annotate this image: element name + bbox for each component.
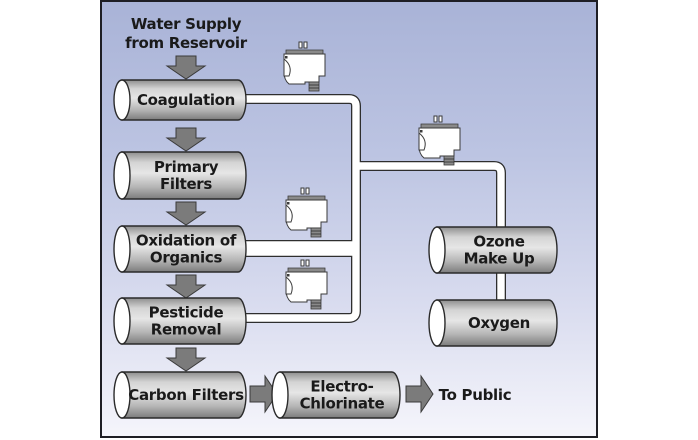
tank-label: Chlorinate	[300, 395, 385, 413]
tank-label: Organics	[150, 249, 223, 267]
tank-label: Carbon Filters	[128, 386, 244, 404]
sensor-devices	[283, 41, 461, 310]
tank-label: Electro-	[310, 378, 373, 396]
tank-body	[279, 371, 401, 419]
arrow-right-icon	[249, 374, 278, 414]
tank-body	[436, 226, 558, 274]
tank-label: Pesticide	[149, 304, 224, 322]
tank-electro-chlorinate: Electro-Chlorinate	[271, 371, 401, 419]
tank-body	[121, 371, 247, 419]
tank-label: Ozone	[473, 233, 524, 251]
pipe-ozone-inner	[356, 162, 505, 300]
sensor-pesticide-icon	[285, 259, 328, 310]
tank-coagulation: Coagulation	[113, 79, 247, 121]
tank-end-cap	[113, 297, 131, 345]
sensor-oxidation-icon	[285, 187, 328, 238]
tank-label: Make Up	[464, 250, 535, 268]
sensor-coagulation-icon	[283, 41, 326, 92]
arrow-down-icon	[165, 274, 207, 299]
tank-oxygen: Oxygen	[428, 299, 558, 347]
tank-end-cap	[428, 299, 446, 347]
tank-end-cap	[113, 151, 131, 200]
water-supply-title: Water Supply from Reservoir	[125, 15, 248, 52]
tank-end-cap	[113, 371, 131, 419]
arrow-right-icon	[405, 374, 434, 414]
arrow-down-icon	[165, 55, 207, 80]
tank-body	[121, 225, 247, 273]
tank-label: Removal	[151, 321, 222, 339]
pipe-coagulation-inner	[244, 95, 360, 322]
tank-label: Oxygen	[468, 314, 530, 332]
flow-arrows	[165, 55, 434, 414]
tank-label: Coagulation	[137, 91, 235, 109]
tank-body	[121, 79, 247, 121]
tank-label: Primary	[154, 158, 219, 176]
tank-body	[121, 297, 247, 345]
sensor-ozone-icon	[418, 115, 461, 166]
tank-end-cap	[113, 225, 131, 273]
tank-label: Oxidation of	[136, 232, 237, 250]
arrow-down-icon	[165, 127, 207, 152]
to-public-label: To Public	[439, 386, 512, 404]
tank-end-cap	[113, 79, 131, 121]
tank-end-cap	[428, 226, 446, 274]
title-line-1: Water Supply	[131, 15, 242, 33]
pipe-network	[244, 94, 506, 323]
tank-carbon-filters: Carbon Filters	[113, 371, 247, 419]
tank-end-cap	[271, 371, 289, 419]
tank-label: Filters	[160, 175, 212, 193]
arrow-down-icon	[165, 347, 207, 372]
tank-body	[436, 299, 558, 347]
tank-body	[121, 151, 247, 200]
arrow-down-icon	[165, 201, 207, 226]
title-line-2: from Reservoir	[125, 34, 248, 52]
